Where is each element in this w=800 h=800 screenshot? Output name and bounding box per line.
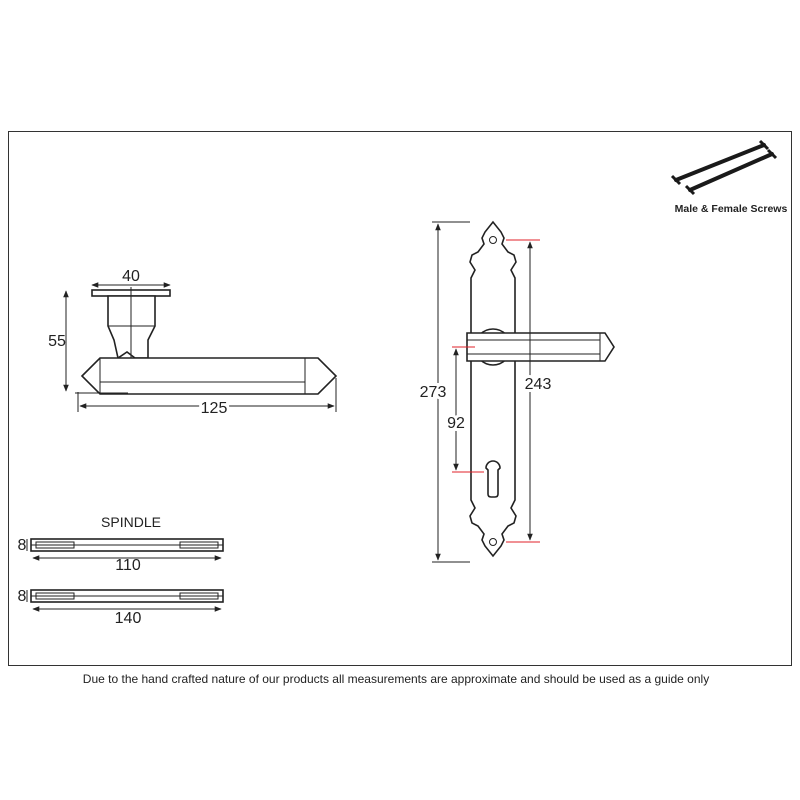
lever-arm-front [466, 332, 615, 362]
screws-illustration: Male & Female Screws [670, 139, 788, 215]
disclaimer-text: Due to the hand crafted nature of our pr… [83, 672, 709, 686]
backplate-outline [469, 220, 517, 558]
spindle-short-length: 110 [115, 557, 141, 574]
dim-55-label: 55 [48, 333, 66, 350]
dim-40-label: 40 [122, 268, 140, 285]
spindle-long: 8 140 [18, 588, 224, 627]
euro-keyhole [485, 460, 501, 498]
spindle-title: SPINDLE [101, 514, 161, 530]
backplate-front-view: 273 243 92 [417, 220, 615, 563]
lever-arm [80, 357, 338, 395]
spindle-short-thickness: 8 [18, 537, 27, 554]
drawing-frame [8, 131, 792, 666]
dim-273-label: 273 [420, 384, 447, 401]
top-fixing-hole [489, 236, 497, 244]
screws-caption: Male & Female Screws [675, 203, 788, 215]
screw-male [670, 139, 770, 186]
spindle-long-thickness: 8 [18, 588, 27, 605]
spindle-short: 8 110 [18, 537, 224, 574]
lever-side-view: 40 55 125 [48, 268, 338, 420]
dim-125-label: 125 [201, 400, 228, 417]
screw-female [684, 148, 778, 196]
spindle-group: SPINDLE 8 110 8 140 [18, 514, 224, 627]
bottom-fixing-hole [489, 538, 497, 546]
dim-92-label: 92 [447, 415, 465, 432]
dim-243-label: 243 [525, 376, 552, 393]
spindle-long-length: 140 [115, 610, 142, 627]
